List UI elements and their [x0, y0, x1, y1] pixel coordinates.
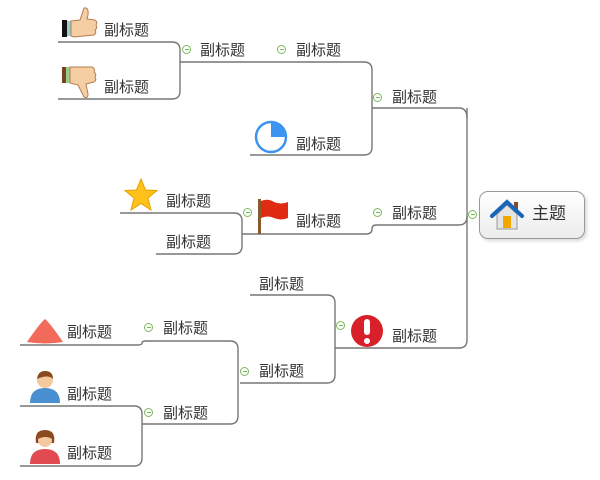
node-label[interactable]: 副标题: [166, 233, 212, 251]
collapse-toggle[interactable]: [373, 208, 382, 217]
node-label[interactable]: 副标题: [296, 41, 342, 59]
node-label[interactable]: 副标题: [259, 362, 305, 380]
collapse-toggle[interactable]: [373, 93, 382, 102]
node-label[interactable]: 副标题: [392, 327, 438, 345]
collapse-toggle[interactable]: [277, 45, 286, 54]
node-label[interactable]: 副标题: [67, 385, 113, 403]
node-label[interactable]: 副标题: [166, 192, 212, 210]
collapse-toggle[interactable]: [243, 208, 252, 217]
pie-quarter-icon: [254, 120, 288, 154]
node-label[interactable]: 副标题: [163, 404, 209, 422]
collapse-toggle[interactable]: [336, 321, 345, 330]
house-icon: [490, 199, 524, 230]
thumbs-up-icon: [62, 7, 98, 38]
node-label[interactable]: 副标题: [392, 88, 438, 106]
red-flag-icon: [258, 199, 288, 234]
thumbs-down-icon: [62, 66, 97, 99]
female-user-icon: [30, 430, 60, 464]
collapse-toggle[interactable]: [468, 210, 477, 219]
node-label[interactable]: 副标题: [200, 41, 246, 59]
node-label[interactable]: 副标题: [163, 319, 209, 337]
star-icon: [124, 178, 158, 212]
root-topic[interactable]: 主题: [479, 191, 585, 239]
node-label[interactable]: 副标题: [67, 323, 113, 341]
collapse-toggle[interactable]: [144, 408, 153, 417]
collapse-toggle[interactable]: [144, 323, 153, 332]
male-user-icon: [30, 371, 60, 403]
node-label[interactable]: 副标题: [104, 78, 150, 96]
collapse-toggle[interactable]: [240, 367, 249, 376]
root-label: 主题: [532, 204, 566, 224]
node-label[interactable]: 副标题: [259, 275, 305, 293]
exclamation-icon: [351, 315, 383, 347]
collapse-toggle[interactable]: [182, 45, 191, 54]
cone-icon: [27, 319, 63, 344]
node-label[interactable]: 副标题: [67, 444, 113, 462]
node-label[interactable]: 副标题: [104, 21, 150, 39]
node-label[interactable]: 副标题: [296, 135, 342, 153]
node-label[interactable]: 副标题: [392, 204, 438, 222]
node-label[interactable]: 副标题: [296, 212, 342, 230]
